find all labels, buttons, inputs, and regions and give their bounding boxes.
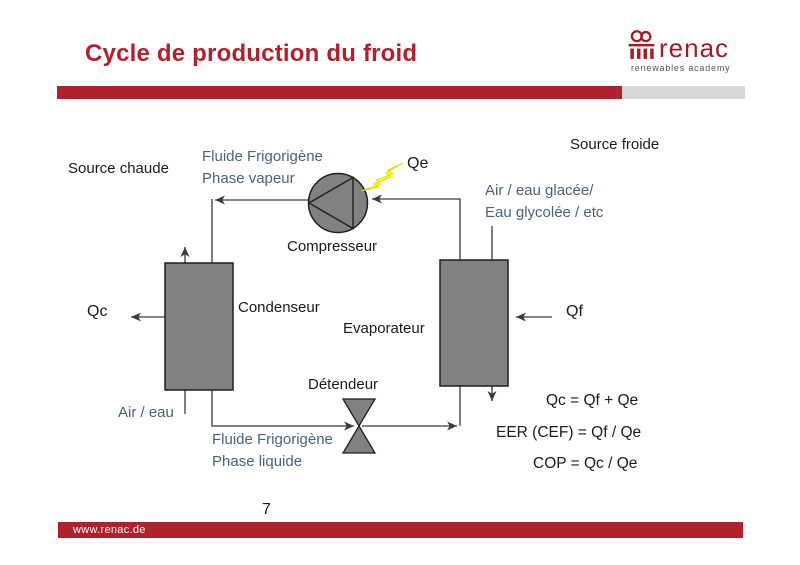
footer-url: www.renac.de	[73, 524, 146, 536]
equation-cop: COP = Qc / Qe	[533, 455, 638, 472]
equation-eer: EER (CEF) = Qf / Qe	[496, 424, 642, 441]
label-fluide-vapeur-line2: Phase vapeur	[202, 170, 295, 187]
label-source-chaude: Source chaude	[68, 160, 169, 177]
equation-qc: Qc = Qf + Qe	[546, 392, 639, 409]
footer-bar: www.renac.de	[58, 522, 743, 538]
label-source-froide: Source froide	[570, 136, 660, 153]
label-qe: Qe	[407, 155, 429, 172]
label-evaporateur: Evaporateur	[343, 320, 425, 337]
label-qf: Qf	[566, 303, 583, 320]
label-detendeur: Détendeur	[308, 376, 379, 393]
evaporator-rect	[439, 259, 509, 387]
label-air-glacee-line2: Eau glycolée / etc	[485, 204, 604, 221]
expansion-valve-icon	[341, 398, 377, 454]
label-fluide-vapeur: Fluide Frigorigène Phase vapeur	[202, 146, 323, 190]
page-number: 7	[262, 501, 271, 518]
label-qc: Qc	[87, 303, 108, 320]
label-fluide-vapeur-line1: Fluide Frigorigène	[202, 148, 323, 165]
header-bar-gray	[622, 86, 745, 99]
header-bar-red	[57, 86, 622, 99]
label-fluide-liquide-line2: Phase liquide	[212, 453, 303, 470]
condenser-rect	[164, 262, 234, 391]
logo-tagline: renewables academy	[631, 63, 731, 73]
label-compresseur: Compresseur	[287, 238, 378, 255]
label-air-glacee-line1: Air / eau glacée/	[485, 182, 594, 199]
label-condenseur: Condenseur	[238, 299, 320, 316]
label-fluide-liquide-line1: Fluide Frigorigène	[212, 431, 333, 448]
page-title: Cycle de production du froid	[85, 40, 418, 67]
label-fluide-liquide: Fluide Frigorigène Phase liquide	[212, 429, 333, 473]
compressor-triangle	[307, 176, 354, 230]
lightning-bolt-icon	[360, 162, 404, 192]
label-air-eau: Air / eau	[118, 404, 174, 421]
label-air-glacee: Air / eau glacée/ Eau glycolée / etc	[485, 180, 603, 224]
logo-wordmark: renac	[659, 33, 730, 63]
renac-logo-icon	[628, 30, 655, 59]
